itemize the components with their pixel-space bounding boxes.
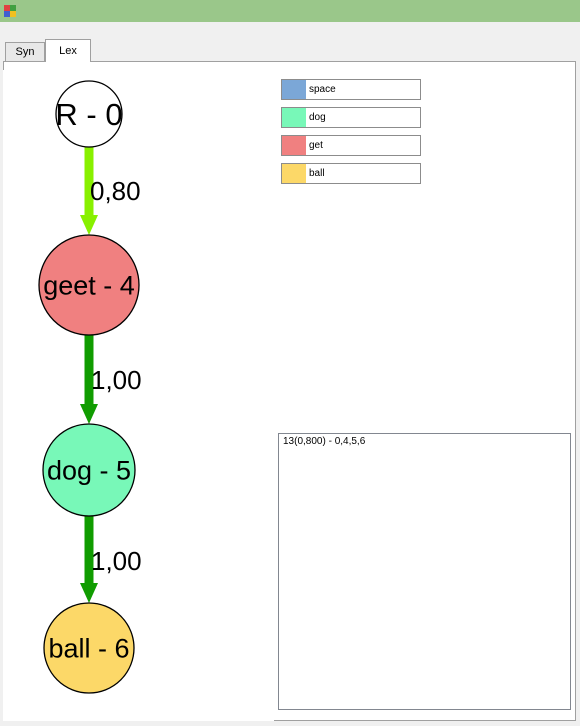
edge-weight-label: 1,00 (91, 546, 142, 576)
legend-swatch-dog (282, 108, 306, 127)
edge-arrowhead-geet4-dog5 (80, 404, 98, 424)
edge-weight-label: 1,00 (91, 365, 142, 395)
graph-node-label-geet4: geet - 4 (43, 270, 135, 300)
graph-node-label-r0: R - 0 (55, 97, 122, 132)
legend-item-space: space (281, 79, 421, 100)
legend-swatch-space (282, 80, 306, 99)
tab-lex[interactable]: Lex (45, 39, 91, 62)
legend-label-dog: dog (309, 112, 326, 123)
title-bar (0, 0, 580, 22)
legend-swatch-ball (282, 164, 306, 183)
output-textbox[interactable]: 13(0,800) - 0,4,5,6 (278, 433, 571, 710)
output-text: 13(0,800) - 0,4,5,6 (283, 436, 366, 447)
tab-strip (0, 22, 580, 62)
edge-arrowhead-dog5-ball6 (80, 583, 98, 603)
app-icon (4, 5, 16, 17)
graph-node-dog5 (42, 423, 136, 517)
legend-item-dog: dog (281, 107, 421, 128)
legend-item-get: get (281, 135, 421, 156)
tab-syn[interactable]: Syn (5, 42, 45, 61)
graph-node-r0 (55, 80, 123, 148)
legend-swatch-get (282, 136, 306, 155)
graph-node-label-ball6: ball - 6 (48, 633, 129, 663)
graph-node-ball6 (43, 602, 135, 694)
legend-item-ball: ball (281, 163, 421, 184)
graph-node-geet4 (38, 234, 140, 336)
legend-label-space: space (309, 84, 336, 95)
legend-label-ball: ball (309, 168, 325, 179)
graph-node-label-dog5: dog - 5 (47, 455, 131, 485)
edge-arrowhead-r0-geet4 (80, 215, 98, 235)
legend-label-get: get (309, 140, 323, 151)
status-strip (0, 721, 580, 726)
edge-weight-label: 0,80 (90, 176, 141, 206)
